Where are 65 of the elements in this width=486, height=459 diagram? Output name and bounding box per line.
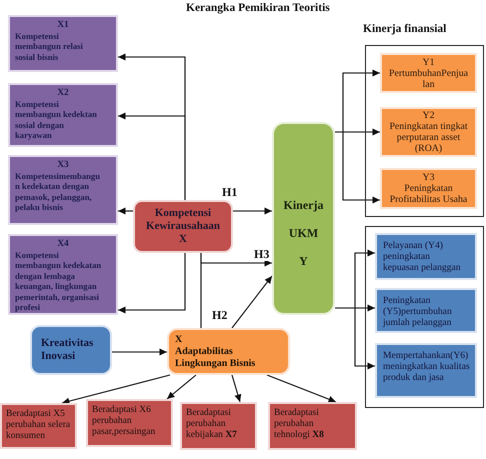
description-text: Beradaptasi X5 perubahan selera konsumen: [6, 409, 71, 442]
indicator-box: [8, 155, 118, 225]
group-heading: Kinerja finansial: [363, 22, 446, 36]
indicator-box: [180, 402, 257, 450]
indicator-box: [86, 399, 173, 447]
indicator-box: [0, 403, 77, 449]
arrow: [266, 374, 336, 403]
description-text: Mempertahankan(Y6) meningkatkan kualitas produk dan jasa: [383, 350, 471, 383]
indicator-box: [380, 53, 477, 93]
arrow: [233, 208, 272, 214]
arrow: [231, 374, 242, 402]
description-text: Peningkatan tingkat perputaran asset (ROA): [388, 121, 468, 154]
indicator-box: [375, 343, 477, 398]
code-label: X: [175, 334, 184, 346]
construct-box: [167, 328, 290, 375]
construct-label: Kinerja: [284, 197, 324, 213]
indicator-box: [8, 234, 118, 315]
code-label: Y2: [422, 110, 436, 121]
indicator-box: [8, 83, 118, 147]
arrow: [118, 208, 133, 214]
description-text: Beradaptasi perubahan tehnologi X8: [274, 408, 325, 441]
construct-label: Kompetensi Kewirausahaan X: [145, 207, 221, 246]
arrow: [335, 307, 375, 370]
construct-label: UKM: [288, 225, 318, 241]
indicator-box: [380, 107, 477, 157]
code-label: X3: [56, 160, 70, 171]
construct-box: [30, 325, 112, 375]
arrow: [232, 276, 272, 328]
code-label: X2: [56, 88, 70, 99]
indicator-box: [375, 288, 477, 333]
arrow: [166, 374, 196, 400]
code-label: Y1: [422, 56, 436, 68]
indicator-box: [375, 233, 477, 280]
indicator-box: [380, 168, 477, 209]
diagram-title: Kerangka Pemikiran Teoritis: [186, 1, 330, 15]
arrow: [200, 253, 272, 266]
code-label: Y3: [422, 172, 436, 183]
arrow: [112, 348, 167, 356]
construct-label: Kreativitas Inovasi: [41, 337, 94, 363]
description-text: Kompetensi membangun kedektan sosial dengan karyawan: [15, 99, 98, 141]
indicator-box: [8, 15, 118, 72]
code-label: X1: [56, 20, 70, 31]
indicator-box: [268, 402, 357, 450]
description-text: Kompetensi membangun relasi sosial bisnis: [15, 31, 84, 62]
edge-label: H3: [253, 248, 270, 261]
description-text: Peningkatan (Y5)pertumbuhan jumlah pelanggan: [383, 295, 453, 328]
arrow: [118, 253, 186, 314]
edge-label: H1: [221, 186, 238, 199]
description-text: Kompetensimembangun kedekatan dengan pemasok, pelanggan, pelaku bisnis: [15, 171, 101, 213]
arrow: [62, 374, 170, 404]
description-text: Beradaptasi perubahan kebijakan X7: [186, 408, 238, 441]
construct-box: [272, 122, 335, 315]
description-text: PertumbuhanPenjualan: [388, 68, 468, 90]
construct-box: [133, 200, 233, 253]
description-text: Pelayanan (Y4) peningkatan kepuasan pelanggan: [383, 240, 462, 273]
construct-label: Y: [299, 253, 308, 269]
construct-label: Adaptabilitas Lingkungan Bisnis: [175, 346, 256, 370]
group-frame: [365, 226, 484, 408]
arrow: [335, 131, 380, 204]
code-label: X4: [56, 239, 70, 250]
edge-label: H2: [211, 309, 228, 322]
description-text: Beradaptasi X6 perubahan pasar,persaingan: [92, 405, 156, 438]
description-text: Kompetensi membangun kedekatan dengan lembaga keuangan, lingkungan pemerintah, organisasi profesi: [15, 250, 102, 312]
arrow: [118, 112, 186, 200]
description-text: Peningkatan Profitabilitas Usaha: [388, 183, 468, 205]
